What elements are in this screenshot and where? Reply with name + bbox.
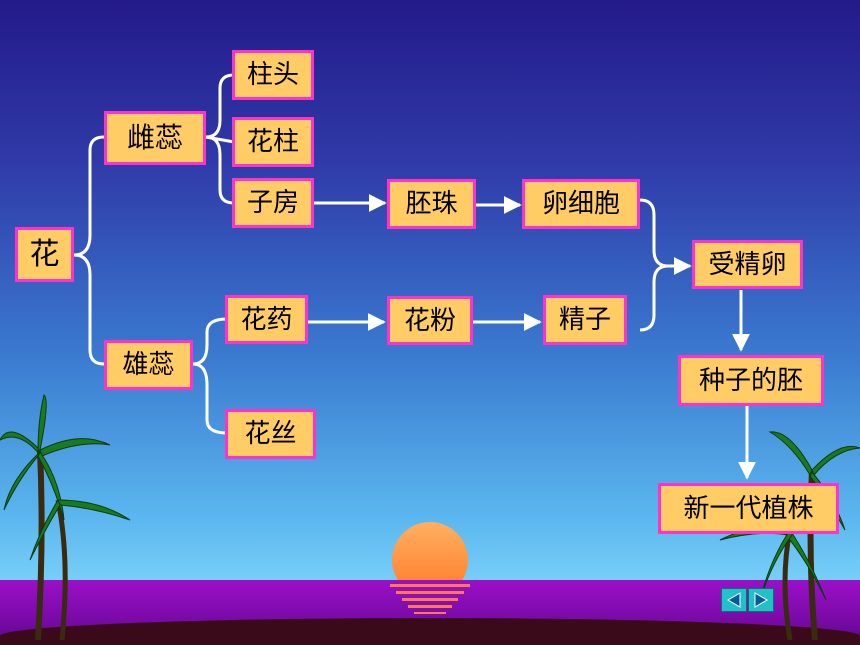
brace-cirui-to-zhutou: [205, 73, 235, 139]
shore: [0, 618, 860, 645]
node-huayao: 花药: [225, 295, 308, 344]
brace-xiongrui-to-huayao: [192, 317, 228, 366]
brace-luanxibao-merge: [639, 198, 669, 268]
node-zhutou: 柱头: [232, 50, 314, 100]
brace-hua-to-xiongrui: [73, 253, 105, 366]
node-luanxibao: 卵细胞: [522, 179, 640, 229]
sun-icon: [392, 522, 468, 598]
node-zizidepei: 种子的胚: [678, 355, 824, 406]
triangle-left-icon: [727, 592, 741, 608]
node-hua: 花: [15, 227, 74, 282]
triangle-right-icon: [754, 592, 768, 608]
brace-xiongrui-to-huasi: [192, 362, 228, 435]
next-slide-button[interactable]: [748, 588, 774, 612]
brace-jingzi-merge: [639, 264, 669, 332]
brace-hua-to-cirui: [73, 135, 105, 257]
node-huasi: 花丝: [225, 409, 316, 459]
node-zifang: 子房: [232, 178, 314, 228]
palm-tree-left-icon: [0, 394, 131, 641]
node-cirui: 雌蕊: [104, 111, 206, 165]
node-shoujingluan: 受精卵: [692, 240, 803, 289]
node-xinyidaizhizhu: 新一代植株: [658, 483, 839, 534]
node-huazhu: 花柱: [232, 117, 314, 167]
node-peizhu: 胚珠: [387, 179, 476, 229]
node-xiongrui: 雄蕊: [104, 340, 193, 390]
brace-cirui-to-zifang: [205, 135, 235, 205]
node-jingzi: 精子: [543, 295, 627, 345]
prev-slide-button[interactable]: [721, 588, 747, 612]
node-huafen: 花粉: [387, 296, 473, 345]
